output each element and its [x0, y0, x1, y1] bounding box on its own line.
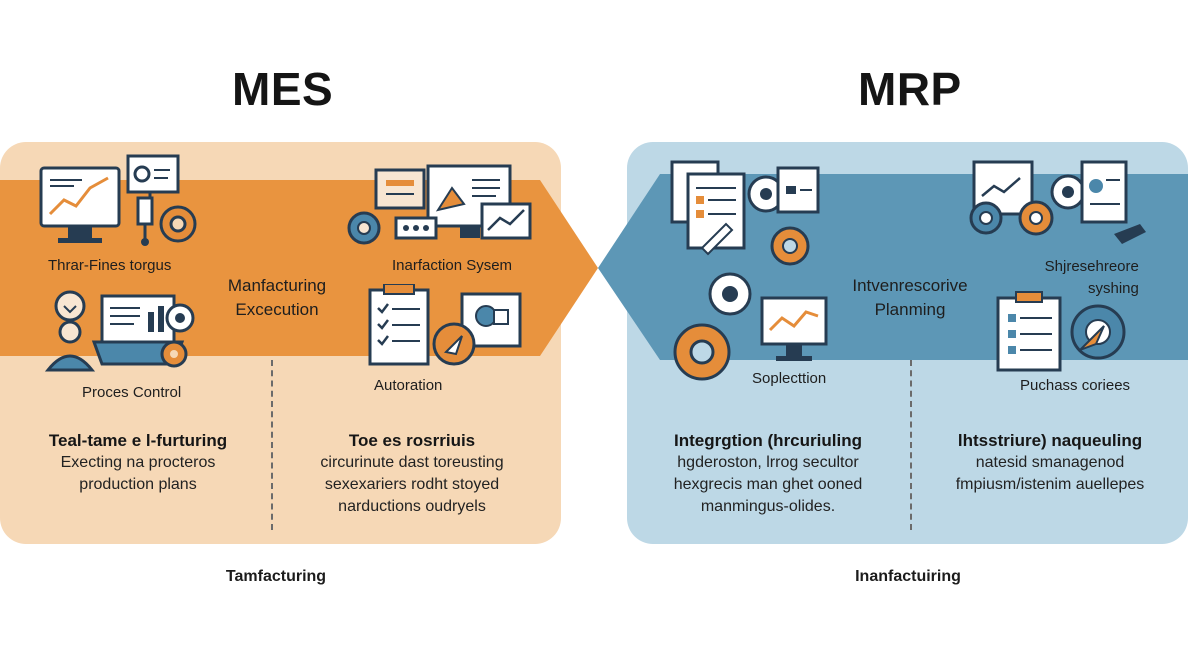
- mrp-icon-label-top-right-line2: syshing: [1088, 280, 1139, 297]
- mrp-desc-right-line2: fmpiusm/istenim auellepes: [955, 476, 1145, 493]
- mrp-desc-right-line1: natesid smanagenod: [975, 454, 1125, 471]
- mes-desc-right: Toe es rosrriuis circurinute dast toreus…: [320, 430, 503, 518]
- monitor-chart-icon: [39, 154, 197, 246]
- mes-desc-left-line1: Execting na procteros: [60, 454, 216, 471]
- mrp-icon-label-top-right-line1: Shjresehreore: [1044, 258, 1139, 275]
- mes-desc-left-heading: Teal-tame e l-furturing: [48, 431, 228, 450]
- mrp-desc-left-heading: Integrgtion (hrcuriuling: [674, 431, 862, 450]
- mes-icon-label-bottom-right: Autoration: [374, 377, 443, 394]
- mrp-desc-right: lhtsstriure) naqueuling natesid smanagen…: [956, 430, 1145, 496]
- mes-desc-right-line1: circurinute dast toreusting: [320, 454, 504, 471]
- mes-band-title: Manfacturing Excecution: [228, 274, 326, 322]
- mrp-desc-left-line1: hgderoston, lrrog secultor: [677, 454, 859, 471]
- mes-icon-label-bottom-left: Proces Control: [82, 384, 182, 401]
- mes-icon-label-top-right: Inarfaction Sysem: [392, 257, 513, 274]
- planning-documents-icon: [670, 160, 820, 266]
- mes-band-title-line1: Manfacturing: [227, 276, 327, 295]
- purchase-clipboard-icon: [996, 291, 1126, 372]
- mrp-divider: [910, 360, 912, 530]
- mes-footer: Tamfacturing: [225, 568, 327, 585]
- mrp-icon-label-top-right: Shjresehreore syshing: [1006, 256, 1139, 300]
- mrp-band-title-line2: Planming: [874, 300, 946, 319]
- mes-desc-left: Teal-tame e l-furturing Execting na proc…: [49, 430, 227, 496]
- mrp-desc-left: Integrgtion (hrcuriuling hgderoston, lrr…: [674, 430, 863, 518]
- process-control-icon: [44, 290, 195, 372]
- mes-desc-right-line2: sexexariers rodht stoyed: [324, 476, 500, 493]
- mrp-band-title: Intvenrescorive Planming: [852, 274, 967, 322]
- mrp-band-title-line1: Intvenrescorive: [852, 276, 968, 295]
- selection-monitor-icon: [673, 272, 828, 381]
- mes-divider: [271, 360, 273, 530]
- mrp-title: MRP: [858, 63, 962, 115]
- mrp-desc-left-line3: manmingus-olides.: [700, 498, 836, 515]
- mes-desc-right-line3: narductions oudryels: [338, 498, 486, 515]
- mrp-desc-left-line2: hexgrecis man ghet ooned: [673, 476, 863, 493]
- mes-icon-label-top-left: Thrar-Fines torgus: [48, 257, 172, 274]
- mes-title: MES: [232, 63, 334, 115]
- mrp-icon-label-bottom-right: Puchass coriees: [1020, 377, 1131, 394]
- mes-desc-right-heading: Toe es rosrriuis: [348, 431, 476, 450]
- mes-band-title-line2: Excecution: [235, 300, 319, 319]
- automation-icon: [368, 284, 522, 366]
- scheduling-icon: [969, 160, 1146, 244]
- system-monitor-icon: [347, 164, 532, 245]
- mrp-desc-right-heading: lhtsstriure) naqueuling: [957, 431, 1143, 450]
- mrp-icon-label-bottom-left: Soplecttion: [752, 370, 827, 387]
- mrp-footer: Inanfactuiring: [855, 568, 961, 585]
- mes-desc-left-line2: production plans: [79, 476, 197, 493]
